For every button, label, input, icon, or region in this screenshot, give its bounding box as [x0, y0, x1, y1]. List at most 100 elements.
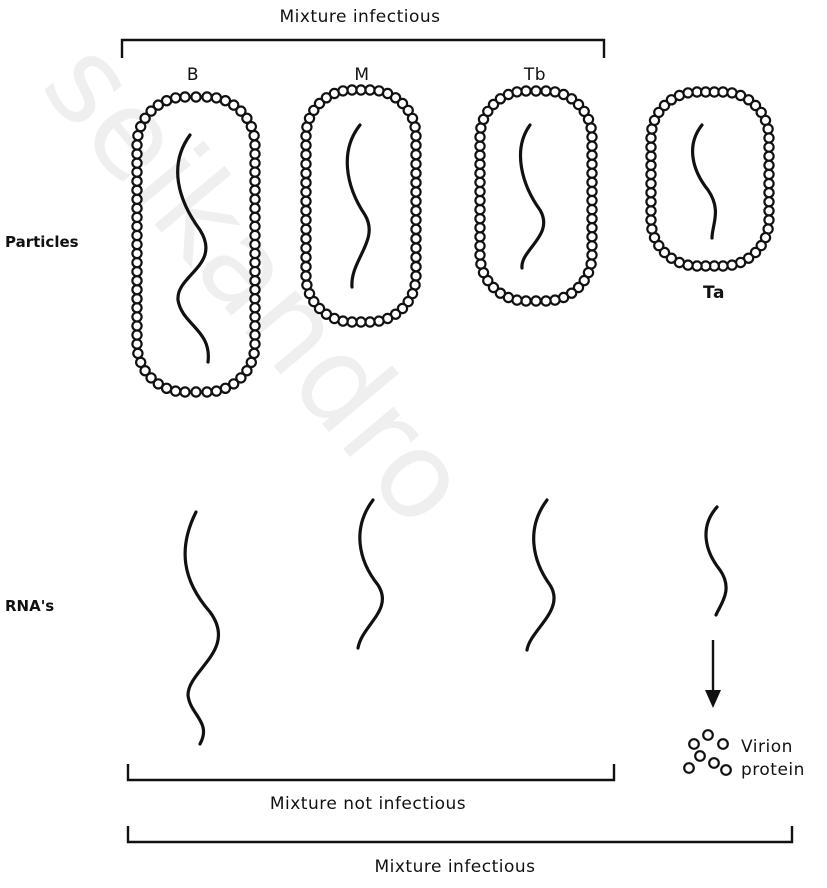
particle-b-bead	[202, 387, 211, 396]
particle-b-bead	[132, 285, 141, 294]
particle-m-bead	[301, 197, 310, 206]
particle-tb-bead	[587, 250, 596, 259]
particle-ta-bead	[764, 206, 773, 215]
particle-m-bead	[301, 169, 310, 178]
particle-ta-bead	[718, 87, 727, 96]
particle-ta-bead	[646, 215, 655, 224]
particle-m-bead	[365, 317, 374, 326]
particle-m-rna	[347, 125, 369, 287]
particle-b-bead	[250, 149, 259, 158]
particle-tb-bead	[550, 296, 559, 305]
particle-b-bead	[132, 294, 141, 303]
particle-ta-bead	[683, 88, 692, 97]
particle-b-bead	[250, 159, 259, 168]
particle-m-bead	[301, 271, 310, 280]
particle-tb-bead	[475, 250, 484, 259]
particle-tb-bead	[541, 86, 550, 95]
particle-b-bead	[250, 294, 259, 303]
particle-tb-bead	[475, 187, 484, 196]
particle-b-bead	[132, 149, 141, 158]
particle-b-bead	[132, 276, 141, 285]
particle-m-bead	[411, 206, 420, 215]
particle-tb-bead	[587, 132, 596, 141]
particle-m-bead	[411, 122, 420, 131]
particle-tb-bead	[587, 123, 596, 132]
particle-label-ta: Ta	[703, 283, 725, 303]
particle-m-bead	[301, 131, 310, 140]
particle-tb-bead	[587, 241, 596, 250]
particle-ta-bead	[764, 179, 773, 188]
particle-b-bead	[132, 140, 141, 149]
particle-tb-bead	[587, 205, 596, 214]
particle-m-bead	[302, 280, 311, 289]
particle-ta-bead	[647, 224, 656, 233]
particle-tb-bead	[587, 196, 596, 205]
particle-tb-bead	[587, 160, 596, 169]
particle-b-bead	[132, 330, 141, 339]
particle-b-bead	[191, 92, 200, 101]
particle-tb-bead	[587, 223, 596, 232]
particle-b-bead	[132, 204, 141, 213]
particle-m-bead	[301, 225, 310, 234]
particle-tb-bead	[587, 214, 596, 223]
particle-b-bead	[221, 384, 230, 393]
particle-m-bead	[411, 234, 420, 243]
particle-b-bead	[250, 258, 259, 267]
particle-b-bead	[180, 92, 189, 101]
particle-m-bead	[301, 141, 310, 150]
particle-tb-bead	[531, 296, 540, 305]
particle-ta-bead	[764, 124, 773, 133]
particle-b-bead	[132, 195, 141, 204]
particle-tb-bead	[587, 142, 596, 151]
particle-m-bead	[411, 197, 420, 206]
particle-ta-bead	[646, 206, 655, 215]
particle-tb-bead	[475, 214, 484, 223]
particle-ta-bead	[764, 188, 773, 197]
particle-ta-bead	[764, 161, 773, 170]
particle-b-bead	[212, 93, 221, 102]
particle-m-bead	[411, 225, 420, 234]
particle-b-bead	[250, 186, 259, 195]
bottom-bracket	[128, 826, 792, 842]
particle-b-bead	[171, 93, 180, 102]
particle-m-bead	[411, 178, 420, 187]
middle-bracket-label: Mixture not infectious	[270, 794, 466, 814]
particle-ta-bead	[646, 161, 655, 170]
particle-m-bead	[301, 262, 310, 271]
particle-m-bead	[301, 234, 310, 243]
particle-ta-bead	[646, 143, 655, 152]
middle-bracket	[128, 764, 614, 780]
particle-tb-bead	[541, 296, 550, 305]
particle-m-bead	[301, 150, 310, 159]
particle-label-b: B	[187, 65, 199, 85]
particle-ta-bead	[727, 261, 736, 270]
particle-b-bead	[132, 222, 141, 231]
particle-ta-bead	[764, 133, 773, 142]
particle-m-bead	[356, 317, 365, 326]
particle-b-bead	[247, 122, 256, 131]
particle-tb-bead	[475, 142, 484, 151]
particle-b-bead	[250, 285, 259, 294]
particle-b-bead	[250, 330, 259, 339]
particle-ta-bead	[692, 261, 701, 270]
virion-protein-label-line1: Virion	[741, 737, 793, 757]
particle-m-bead	[301, 243, 310, 252]
particle-m-bead	[347, 317, 356, 326]
particle-b-bead	[132, 312, 141, 321]
top-bracket-label: Mixture infectious	[279, 7, 440, 27]
particle-m-bead	[411, 243, 420, 252]
particle-ta-capsid	[646, 87, 773, 270]
rna-tb	[527, 500, 554, 650]
particle-tb-bead	[475, 132, 484, 141]
particle-b-bead	[250, 303, 259, 312]
row-label-rnas: RNA's	[5, 597, 54, 615]
particle-b-bead	[250, 213, 259, 222]
particle-tb-bead	[521, 296, 530, 305]
particle-m-bead	[301, 253, 310, 262]
rna-ta	[706, 507, 726, 615]
particle-m-bead	[301, 206, 310, 215]
particle-b-bead	[212, 387, 221, 396]
particle-m-bead	[411, 215, 420, 224]
particle-b-bead	[250, 231, 259, 240]
